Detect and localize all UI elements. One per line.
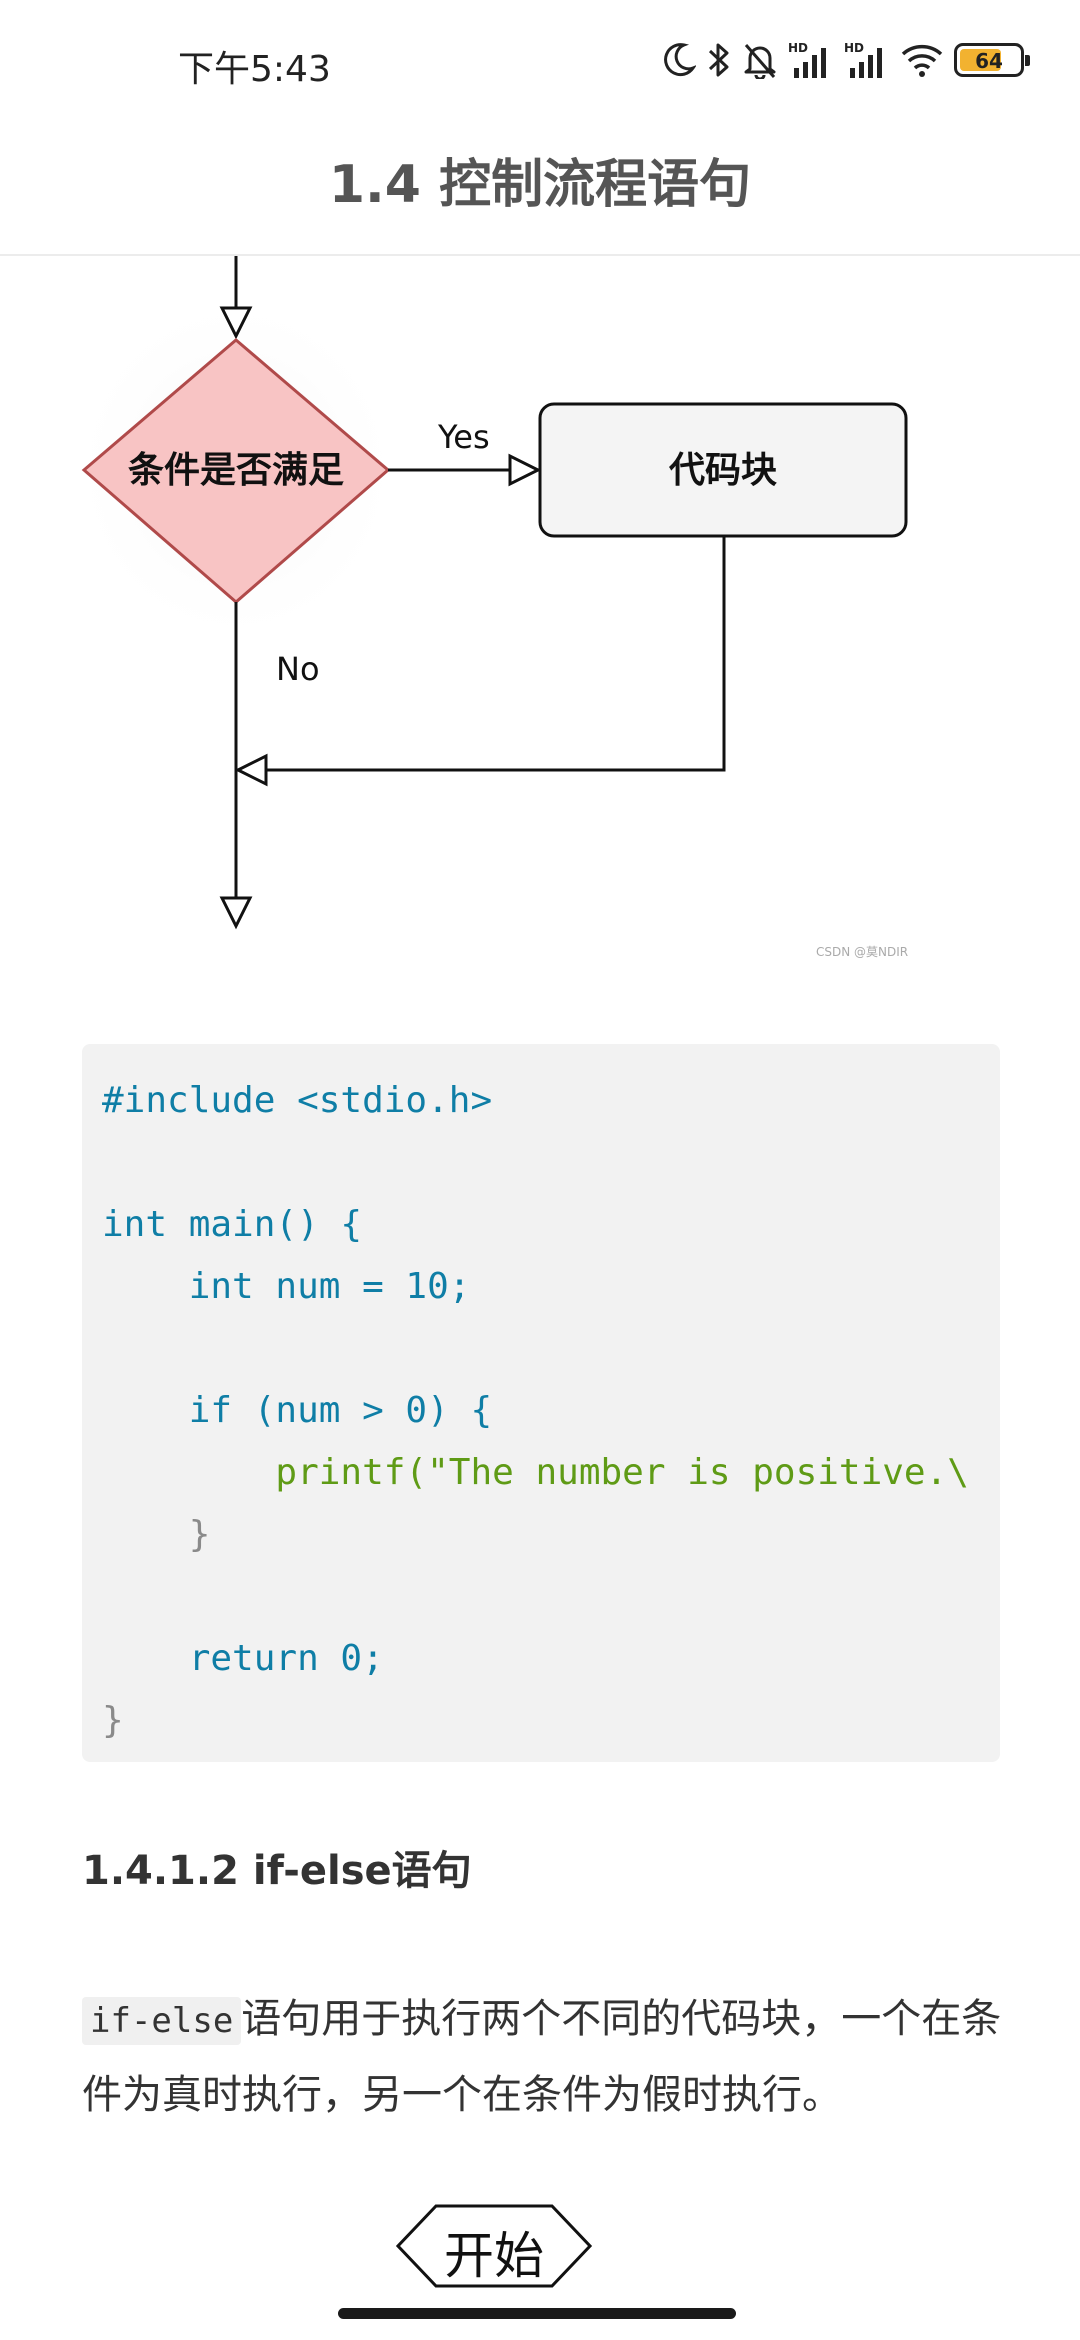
process-label: 代码块 [668, 450, 777, 491]
hexagon-outline-icon [396, 2204, 592, 2288]
page-title: 1.4 控制流程语句 [328, 155, 752, 215]
status-time: 下午5:43 [178, 49, 331, 90]
code-line: if (num > 0) { [102, 1390, 493, 1431]
moon-icon [664, 43, 696, 77]
svg-text:HD: HD [788, 41, 808, 55]
watermark: CSDN @莫NDIR [816, 945, 908, 959]
wifi-icon [901, 44, 943, 77]
code-listing: #include <stdio.h> int main() { int num … [82, 1044, 1000, 1752]
code-line: } [102, 1700, 124, 1741]
signal-icon: HD [788, 41, 826, 78]
inline-code: if-else [82, 1997, 242, 2045]
if-flowchart: 条件是否满足 Yes 代码块 No CSDN @莫NDIR [66, 256, 908, 959]
bell-off-icon [744, 44, 776, 79]
svg-text:HD: HD [844, 41, 864, 55]
code-line: printf("The number is positive.\ [102, 1452, 969, 1493]
battery-icon: 64 [954, 43, 1030, 77]
paragraph-text: 语句用于执行两个不同的代码块，一个在条件为真时执行，另一个在条件为假时执行。 [82, 1996, 1002, 2118]
home-indicator[interactable] [338, 2308, 736, 2319]
no-label: No [276, 650, 320, 688]
code-line: int num = 10; [102, 1266, 471, 1307]
code-line: #include <stdio.h> [102, 1080, 493, 1121]
status-icons: HD HD 64 [662, 38, 1030, 82]
return-line [264, 536, 726, 772]
code-line: } [102, 1514, 211, 1555]
code-line: return 0; [102, 1638, 384, 1679]
code-line: int main() { [102, 1204, 363, 1245]
signal-icon: HD [844, 41, 882, 78]
code-block: #include <stdio.h> int main() { int num … [82, 1044, 1000, 1762]
bluetooth-icon [708, 43, 729, 77]
flow-arrow-out [219, 896, 253, 930]
app-header: 1.4 控制流程语句 [0, 120, 1080, 256]
yes-label: Yes [437, 418, 490, 456]
start-button[interactable]: 开始 [396, 2204, 592, 2288]
decision-label: 条件是否满足 [128, 450, 344, 491]
status-bar: 下午5:43 HD HD [0, 0, 1080, 120]
section-heading: 1.4.1.2 if-else语句 [82, 1848, 472, 1894]
start-button-label: 开始 [444, 2227, 544, 2285]
